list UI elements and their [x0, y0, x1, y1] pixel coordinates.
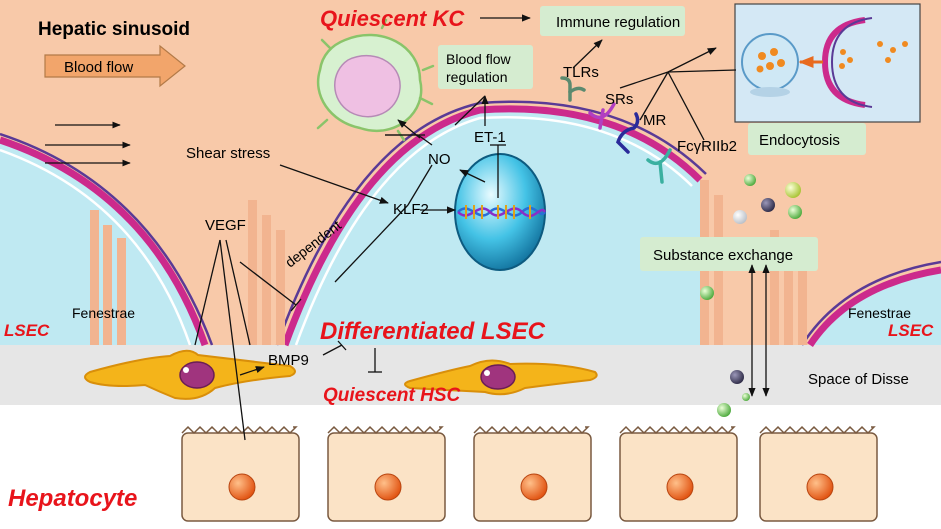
- fcgr-label: FcγRIIb2: [677, 138, 737, 155]
- tlrs-receptor: [560, 76, 586, 102]
- hepatocyte-label: Hepatocyte: [8, 485, 137, 512]
- lsec-nucleus: [454, 153, 547, 271]
- flow-lines: [45, 121, 131, 167]
- mr-receptor: [615, 112, 640, 154]
- srs-label: SRs: [605, 91, 633, 108]
- immune-regulation-box: [540, 6, 685, 36]
- klf2-label: KLF2: [393, 201, 429, 218]
- blood-flow-label: Blood flow: [64, 59, 133, 76]
- space-of-disse-label: Space of Disse: [808, 371, 909, 388]
- lsec-right-label: LSEC: [888, 321, 934, 340]
- bmp9-label: BMP9: [268, 352, 309, 369]
- fenestrae-right-label: Fenestrae: [848, 305, 911, 321]
- quiescent-hsc-label: Quiescent HSC: [323, 385, 461, 406]
- immune-regulation-label: Immune regulation: [556, 14, 680, 31]
- hepatocyte-cell: [473, 425, 592, 522]
- shear-stress-label: Shear stress: [186, 145, 270, 162]
- differentiated-lsec-label: Differentiated LSEC: [320, 318, 546, 345]
- blood-flow-arrow: [44, 44, 186, 88]
- hepatocyte-cell: [759, 425, 878, 522]
- fenestrae-left-pillars: [90, 200, 285, 345]
- hepatocyte-cell: [181, 425, 300, 522]
- hepatic-sinusoid-title: Hepatic sinusoid: [38, 19, 190, 40]
- substance-exchange-label: Substance exchange: [653, 247, 793, 264]
- lsec-left-label: LSEC: [4, 321, 50, 340]
- pathway-connectors: [194, 14, 737, 441]
- lsec-left-cell: [0, 132, 214, 347]
- fenestrae-left-label: Fenestrae: [72, 305, 135, 321]
- fcgr-receptor: [646, 148, 672, 184]
- no-label: NO: [428, 151, 451, 168]
- endocytosis-box: [748, 123, 866, 155]
- substance-exchange-box: [640, 237, 818, 271]
- tlrs-label: TLRs: [563, 64, 599, 81]
- quiescent-kupffer-cell: [316, 18, 435, 142]
- endocytosis-label: Endocytosis: [759, 132, 840, 149]
- endocytosis-inset: [734, 3, 921, 123]
- hsc-left-cell: [84, 349, 296, 400]
- exchange-arrows: [748, 264, 770, 397]
- vegf-label: VEGF: [205, 217, 246, 234]
- hepatocyte-cells: [181, 425, 878, 522]
- blood-flow-regulation-box: [438, 45, 533, 89]
- hepatocyte-cell: [327, 425, 446, 522]
- et1-label: ET-1: [474, 129, 506, 146]
- exchange-particles: [700, 174, 802, 417]
- srs-receptor: [588, 102, 616, 130]
- blood-flow-regulation-line1: Blood flow: [446, 51, 511, 67]
- lsec-right-cell: [800, 260, 941, 347]
- hsc-right-cell: [404, 359, 598, 396]
- blood-flow-regulation-line2: regulation: [446, 69, 508, 85]
- quiescent-kc-label: Quiescent KC: [320, 6, 465, 31]
- mr-label: MR: [643, 112, 666, 129]
- hepatocyte-cell: [619, 425, 738, 522]
